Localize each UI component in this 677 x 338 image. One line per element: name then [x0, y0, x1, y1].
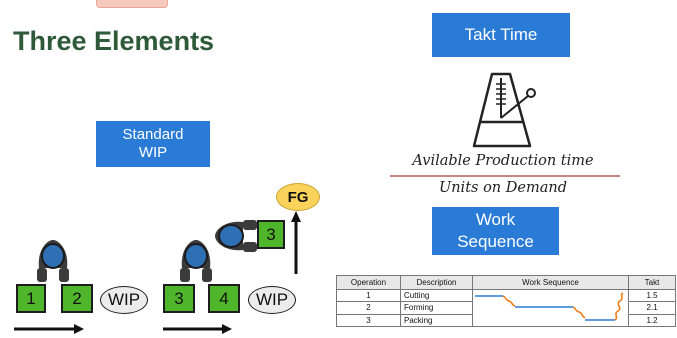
station-1: 1 — [16, 284, 46, 313]
station-2: 2 — [61, 284, 93, 313]
operator-icon — [180, 240, 212, 282]
station-4: 4 — [208, 284, 240, 313]
work-sequence-lines — [475, 292, 624, 321]
takt-time-label: Takt Time — [464, 25, 538, 44]
formula-numerator: Avilable Production time — [412, 153, 594, 169]
operator-icon — [215, 220, 257, 252]
wip-oval: WIP — [100, 286, 148, 314]
col-header-description: Description — [400, 275, 473, 290]
top-tab — [96, 0, 168, 8]
work-sequence-table: Operation Description Work Sequence Takt… — [336, 275, 676, 328]
cell-work-sequence-chart — [472, 289, 629, 327]
fraction-line — [390, 175, 620, 177]
table-row: 1 Cutting 1.5 — [336, 288, 676, 327]
metronome-icon — [472, 72, 536, 148]
standard-wip-label-line1: Standard — [122, 126, 184, 143]
work-sequence-box: Work Sequence — [432, 207, 559, 255]
formula-denominator: Units on Demand — [439, 180, 567, 196]
standard-wip-box: Standard WIP — [96, 121, 210, 167]
cell-operation: 3 — [336, 313, 401, 328]
work-sequence-label-line2: Sequence — [457, 232, 534, 251]
col-header-operation: Operation — [336, 275, 401, 290]
col-header-takt: Takt — [628, 275, 676, 290]
col-header-work-sequence: Work Sequence — [472, 275, 629, 290]
station-3-final: 3 — [257, 220, 285, 249]
cell-takt: 1.2 — [628, 313, 676, 328]
cell-takt: 1.5 — [628, 288, 676, 303]
wip-oval: WIP — [248, 286, 296, 314]
fg-badge: FG — [276, 183, 320, 211]
takt-time-box: Takt Time — [432, 13, 570, 57]
cell-takt: 2.1 — [628, 301, 676, 315]
cell-operation: 2 — [336, 301, 401, 315]
page-title: Three Elements — [13, 26, 215, 56]
table-row: 3 Packing 1.2 — [336, 313, 676, 328]
work-sequence-label-line1: Work — [475, 210, 516, 229]
station-3: 3 — [163, 284, 195, 313]
standard-wip-label-line2: WIP — [138, 144, 168, 161]
cell-description: Forming — [400, 301, 473, 315]
cell-description: Packing — [400, 313, 473, 328]
table-header-row: Operation Description Work Sequence Takt — [336, 275, 676, 290]
operator-icon — [37, 240, 69, 282]
cell-description: Cutting — [400, 288, 473, 303]
cell-operation: 1 — [336, 288, 401, 303]
